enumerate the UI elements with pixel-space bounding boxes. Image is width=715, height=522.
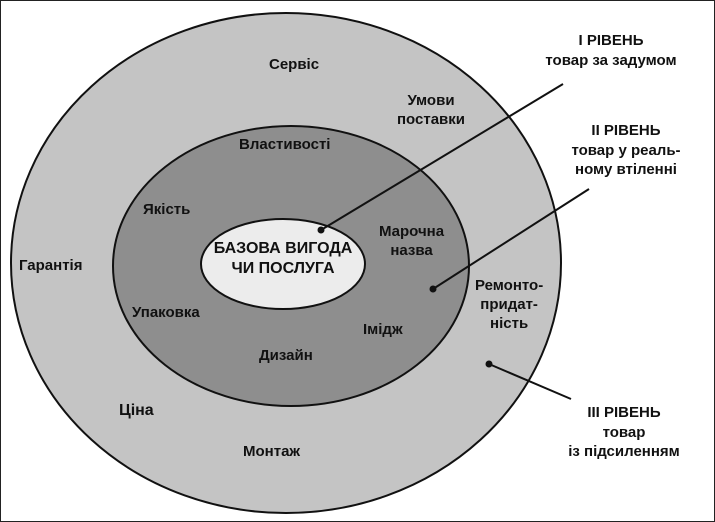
- pointer-line-level3: [488, 363, 572, 400]
- core-label: БАЗОВА ВИГОДА ЧИ ПОСЛУГА: [203, 239, 363, 279]
- item-repairability-line2: придат-: [480, 295, 538, 313]
- level2-subtitle-line2: ному втіленні: [575, 161, 677, 178]
- item-delivery-terms: Умови поставки: [397, 92, 465, 130]
- item-delivery-terms-line2: поставки: [397, 110, 466, 128]
- item-brand-name: Марочна назва: [379, 223, 444, 261]
- item-price: Ціна: [119, 402, 154, 419]
- item-warranty: Гарантія: [19, 257, 83, 274]
- item-installation: Монтаж: [243, 443, 301, 460]
- core-label-line2: ЧИ ПОСЛУГА: [231, 260, 335, 277]
- level1-annotation: I РІВЕНЬ товар за задумом: [521, 31, 701, 70]
- item-delivery-terms-line1: Умови: [407, 92, 455, 109]
- item-brand-name-line1: Марочна: [379, 223, 445, 240]
- level1-title: I РІВЕНЬ: [578, 32, 644, 49]
- pointer-line-level2: [432, 188, 590, 290]
- level2-title: II РІВЕНЬ: [591, 122, 661, 139]
- item-image: Імідж: [363, 321, 403, 338]
- level3-annotation: III РІВЕНЬ товар із підсиленням: [539, 403, 709, 462]
- pointer-dot-level2: [429, 285, 437, 293]
- item-brand-name-line2: назва: [390, 241, 433, 259]
- item-packaging: Упаковка: [132, 304, 200, 321]
- item-service: Сервіс: [269, 56, 320, 73]
- item-repairability-line1: Ремонто-: [475, 277, 544, 294]
- core-ellipse: [200, 218, 366, 310]
- level2-annotation: II РІВЕНЬ товар у реаль- ному втіленні: [541, 121, 711, 180]
- level2-subtitle-line1: товар у реаль-: [571, 141, 681, 159]
- pointer-line-level1: [320, 83, 564, 231]
- pointer-dot-level3: [485, 360, 493, 368]
- item-repairability: Ремонто- придат- ність: [475, 277, 543, 333]
- pointer-dot-level1: [317, 226, 325, 234]
- item-design: Дизайн: [259, 347, 313, 364]
- level3-subtitle-line1: товар: [602, 423, 646, 441]
- level3-subtitle-line2: із підсиленням: [568, 443, 680, 460]
- core-label-line1: БАЗОВА ВИГОДА: [213, 240, 353, 257]
- level3-title: III РІВЕНЬ: [587, 404, 661, 421]
- item-repairability-line3: ність: [490, 314, 529, 332]
- level1-subtitle: товар за задумом: [545, 51, 677, 69]
- item-properties: Властивості: [239, 136, 331, 153]
- item-quality: Якість: [143, 201, 191, 218]
